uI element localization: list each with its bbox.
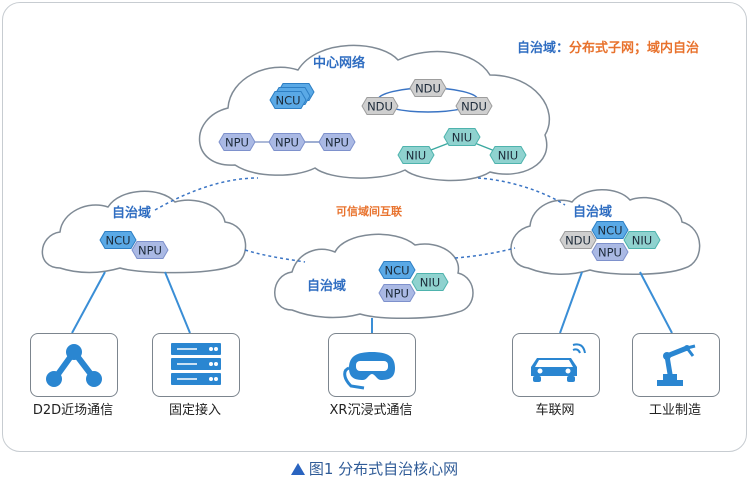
middle-ncu-shape [378,261,416,279]
right-domain-label: 自治域 [573,205,613,220]
middle-npu-label: NPU [385,287,409,301]
caption-text: 图1 分布式自治核心网 [308,460,459,478]
center-ndu-top-shape [409,79,447,97]
fixed-access-label: 固定接入 [168,403,221,418]
middle-ncu-node: NCU [378,261,416,279]
fixed-access-box [152,333,240,397]
center-niu-right-node: NIU [489,146,527,164]
middle-domain-label: 自治域 [307,279,347,294]
center-npu-2-label: NPU [275,136,299,150]
center-ndu-left-shape [361,97,399,115]
left-cloud [41,190,247,274]
figure-caption: 图1 分布式自治核心网 [0,458,749,479]
industry-box [632,333,720,397]
xr-label: XR沉浸式通信 [329,403,413,418]
center-ncu-node: NCU [269,83,315,109]
left-ncu-shape [99,231,137,249]
vr-headset-icon [343,352,395,390]
center-niu-right-shape [489,146,527,164]
robot-arm-icon [657,344,696,386]
center-ndu-top-node: NDU [409,79,447,97]
center-niu-left-node: NIU [397,146,435,164]
center-ncu-label: NCU [275,94,300,108]
link-d2d [71,271,106,334]
d2d-label: D2D近场通信 [32,403,114,418]
center-niu-left-label: NIU [406,149,426,163]
link-fixed [164,271,191,334]
industry-label: 工业制造 [648,403,701,418]
right-ndu-shape [559,231,597,249]
center-niu-top-shape [443,128,481,146]
network-nodes-icon [46,344,102,387]
right-ndu-label: NDU [565,234,591,248]
d2d-box [30,333,118,397]
car-box [512,333,600,397]
link-car [559,271,583,334]
middle-ncu-label: NCU [384,264,409,278]
center-npu-1-node: NPU [218,133,256,151]
trust-link-label: 可信域间互联 [336,205,402,218]
middle-niu-label: NIU [420,276,440,290]
right-ncu-node: NCU [591,221,629,239]
center-npu-3-shape [318,133,356,151]
center-npu-3-node: NPU [318,133,356,151]
center-npu-2-node: NPU [268,133,306,151]
right-ndu-node: NDU [559,231,597,249]
server-rack-icon [171,343,221,385]
legend-note: 自治域：分布式子网；域内自治 [517,37,699,56]
right-ncu-label: NCU [597,224,622,238]
right-ncu-shape [591,221,629,239]
center-ndu-right-shape [455,97,493,115]
center-niu-top-label: NIU [452,131,472,145]
center-npu-1-shape [218,133,256,151]
center-ndu-right-label: NDU [461,100,487,114]
center-ndu-left-label: NDU [367,100,393,114]
triangle-icon [290,463,305,475]
right-npu-label: NPU [598,246,622,260]
right-niu-label: NIU [632,234,652,248]
middle-npu-node: NPU [378,284,416,302]
left-ncu-node: NCU [99,231,137,249]
right-npu-node: NPU [591,243,629,261]
left-npu-shape [131,241,169,259]
xr-box [328,333,416,397]
left-domain-label: 自治域 [112,206,152,221]
center-niu-left-shape [397,146,435,164]
right-niu-shape [623,231,661,249]
legend-rest: 分布式子网；域内自治 [569,41,700,56]
middle-cloud [274,233,474,320]
car-label: 车联网 [535,403,575,418]
middle-niu-node: NIU [411,273,449,291]
left-ncu-label: NCU [105,234,130,248]
center-ncu-shape [269,91,307,109]
center-ndu-right-node: NDU [455,97,493,115]
left-npu-node: NPU [131,241,169,259]
center-niu-right-label: NIU [498,149,518,163]
center-npu-2-shape [268,133,306,151]
left-npu-label: NPU [138,244,162,258]
center-npu-1-label: NPU [225,136,249,150]
trust-link-right [477,177,566,206]
center-ndu-top-label: NDU [415,82,441,96]
link-industry [639,271,673,334]
center-niu-top-node: NIU [443,128,481,146]
trust-link-middle-right [454,247,516,259]
middle-npu-shape [378,284,416,302]
middle-niu-shape [411,273,449,291]
right-niu-node: NIU [623,231,661,249]
trust-link-left [154,177,259,211]
center-network-title: 中心网络 [313,56,366,71]
right-npu-shape [591,243,629,261]
trust-link-left-middle [244,249,306,263]
legend-prefix: 自治域： [517,41,570,56]
center-npu-3-label: NPU [325,136,349,150]
center-ndu-left-node: NDU [361,97,399,115]
connected-car-icon [531,343,586,382]
